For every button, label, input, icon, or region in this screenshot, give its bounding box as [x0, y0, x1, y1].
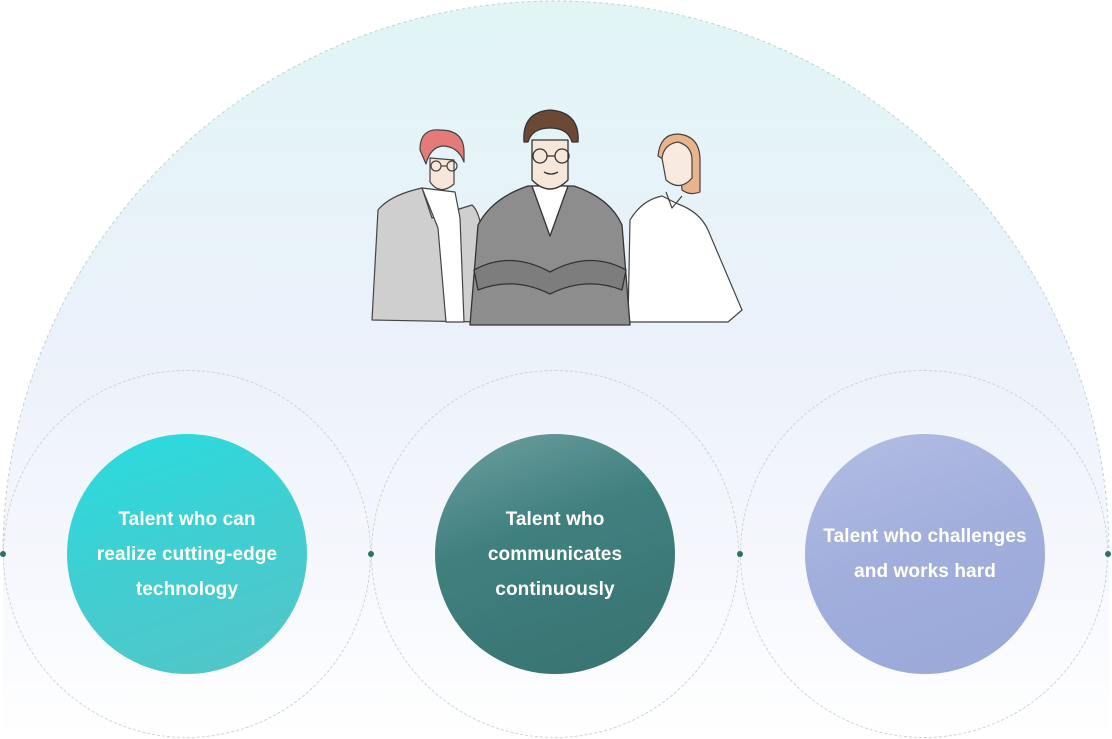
person-left — [372, 130, 482, 322]
value-label: Talent who challenges and works hard — [823, 519, 1026, 589]
value-bubble-challenge: Talent who challenges and works hard — [805, 434, 1045, 674]
connector-dot — [1105, 551, 1111, 557]
person-center — [470, 110, 630, 325]
person-right — [628, 134, 742, 322]
connector-dot — [737, 551, 743, 557]
value-bubble-technology: Talent who can realize cutting-edge tech… — [67, 434, 307, 674]
value-label: Talent who can realize cutting-edge tech… — [97, 502, 277, 607]
value-bubble-communication: Talent who communicates continuously — [435, 434, 675, 674]
connector-dot — [368, 551, 374, 557]
team-illustration — [360, 100, 755, 332]
value-label: Talent who communicates continuously — [488, 502, 622, 607]
connector-dot — [0, 551, 6, 557]
